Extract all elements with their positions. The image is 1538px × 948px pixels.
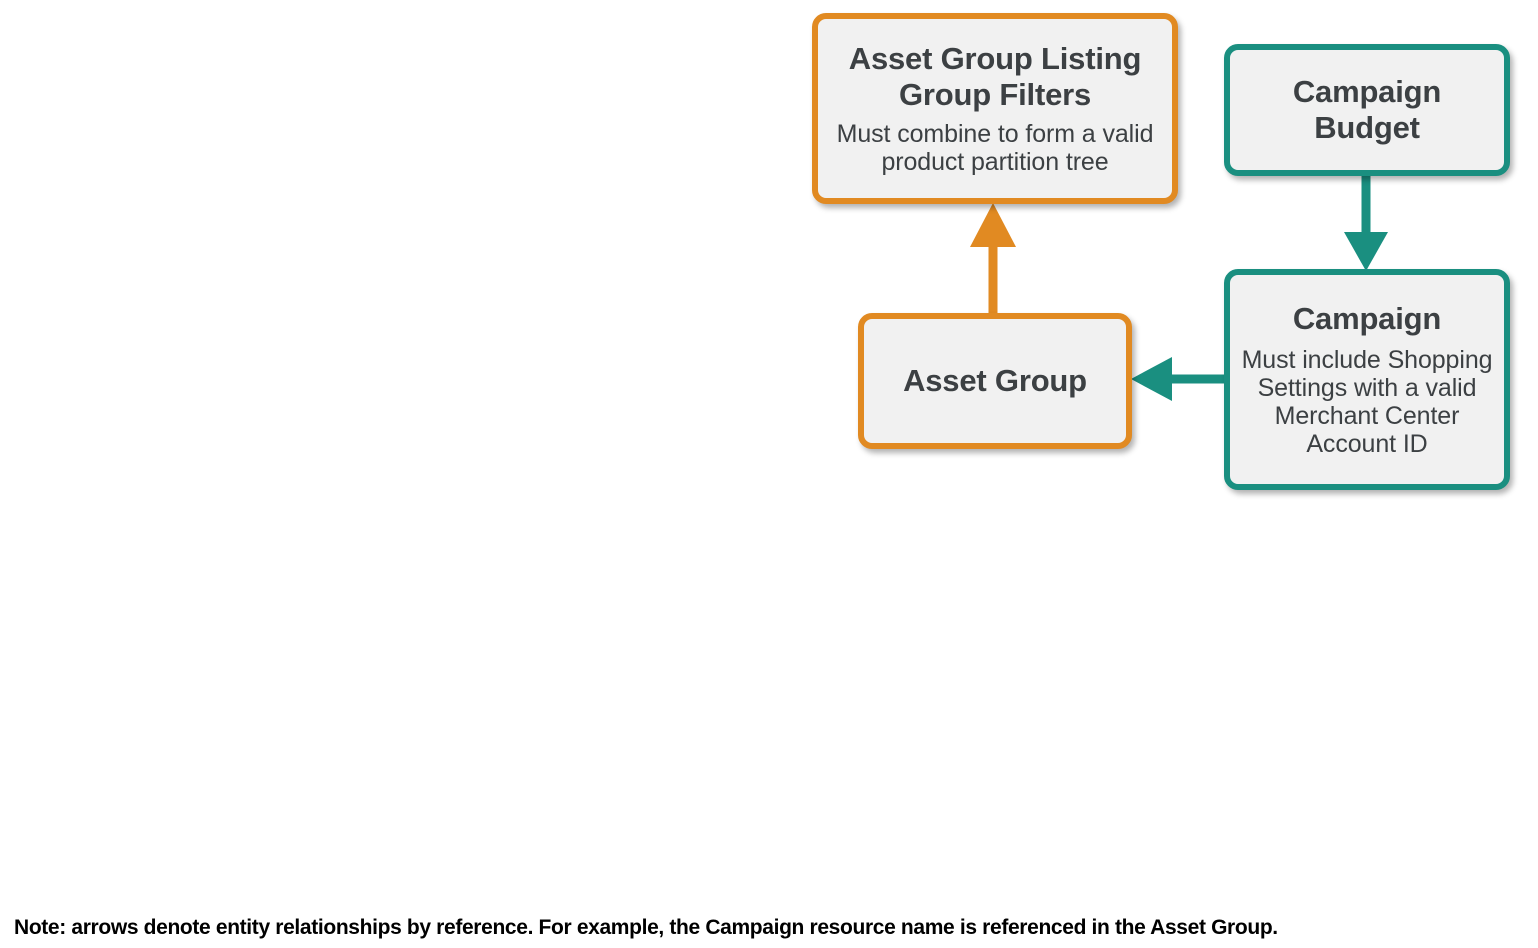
node-asset-group-listing-group-filters[interactable]: Asset Group Listing Group Filters Must c… (812, 13, 1178, 204)
node-title-asset-group-listing-group-filters: Asset Group Listing Group Filters (848, 41, 1142, 112)
arrowhead-left-teal (1131, 357, 1172, 401)
arrowhead-up-orange (970, 203, 1016, 247)
node-subtitle-asset-group-listing-group-filters: Must combine to form a valid product par… (836, 119, 1154, 176)
node-title-campaign: Campaign (1292, 301, 1442, 337)
node-campaign[interactable]: Campaign Must include Shopping Settings … (1224, 269, 1510, 490)
diagram-note: Note: arrows denote entity relationships… (14, 916, 1278, 939)
edge-campaign-budget-to-campaign (1344, 174, 1388, 271)
edge-campaign-to-asset-group (1131, 357, 1227, 401)
arrowhead-down-teal (1344, 232, 1388, 271)
node-title-campaign-budget: Campaign Budget (1292, 74, 1442, 145)
node-campaign-budget[interactable]: Campaign Budget (1224, 44, 1510, 176)
node-title-asset-group: Asset Group (903, 363, 1087, 399)
edge-asset-group-to-listing-group-filters (970, 203, 1016, 316)
node-asset-group[interactable]: Asset Group (858, 313, 1132, 449)
node-subtitle-campaign: Must include Shopping Settings with a va… (1241, 345, 1493, 458)
